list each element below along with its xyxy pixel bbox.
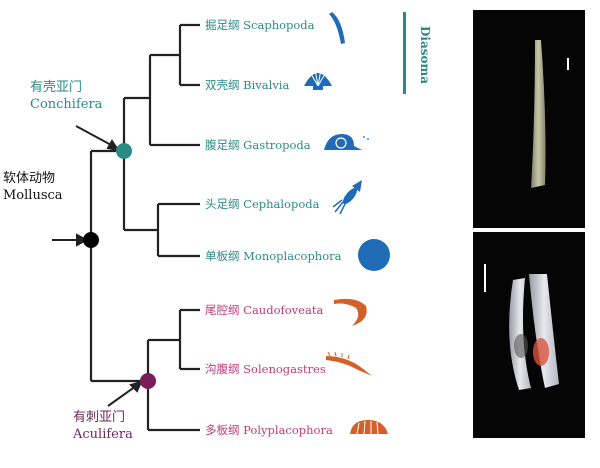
- clam-shell-icon: [304, 68, 332, 90]
- aculifera-label-en: Aculifera: [73, 427, 133, 442]
- taxon-label-bivalvia: 双壳纲 Bivalvia: [205, 78, 290, 92]
- taxon-label-solenogastres: 沟腹纲 Solenogastres: [205, 362, 326, 376]
- chiton-icon: [350, 420, 388, 435]
- conchifera-label-zh: 有壳亚门: [30, 80, 83, 95]
- snail-icon: [324, 134, 369, 150]
- taxon-label-monoplacophora: 单板纲 Monoplacophora: [205, 249, 342, 263]
- aculifera-label: 有刺亚门 Aculifera: [73, 409, 133, 443]
- conchifera-node: [116, 143, 132, 159]
- tusk-shell-photo: [473, 10, 585, 228]
- taxon-label-caudofoveata: 尾腔纲 Caudofoveata: [205, 303, 324, 317]
- diasoma-bracket: [403, 12, 406, 94]
- conchifera-label: 有壳亚门 Conchifera: [30, 79, 102, 113]
- solenogaster-icon: [326, 351, 372, 376]
- squid-icon: [332, 180, 362, 215]
- taxon-label-scaphopoda: 掘足纲 Scaphopoda: [205, 18, 315, 32]
- mollusca-label-en: Mollusca: [3, 188, 63, 203]
- taxon-label-cephalopoda: 头足纲 Cephalopoda: [205, 197, 320, 211]
- limpet-disc-icon: [358, 239, 390, 271]
- taxon-label-gastropoda: 腹足纲 Gastropoda: [205, 138, 311, 152]
- worm-mollusc-icon: [334, 298, 367, 326]
- mollusca-label-zh: 软体动物: [3, 171, 56, 186]
- mollusca-label: 软体动物 Mollusca: [3, 170, 63, 204]
- conchifera-label-en: Conchifera: [30, 97, 103, 112]
- mollusca-node: [83, 232, 99, 248]
- solenogaster-photo: [473, 232, 585, 438]
- diasoma-label: Diasoma: [418, 26, 432, 84]
- aculifera-node: [140, 373, 156, 389]
- taxon-label-polyplacophora: 多板纲 Polyplacophora: [205, 423, 333, 437]
- aculifera-label-zh: 有刺亚门: [73, 410, 126, 425]
- tusk-shell-icon: [329, 12, 345, 44]
